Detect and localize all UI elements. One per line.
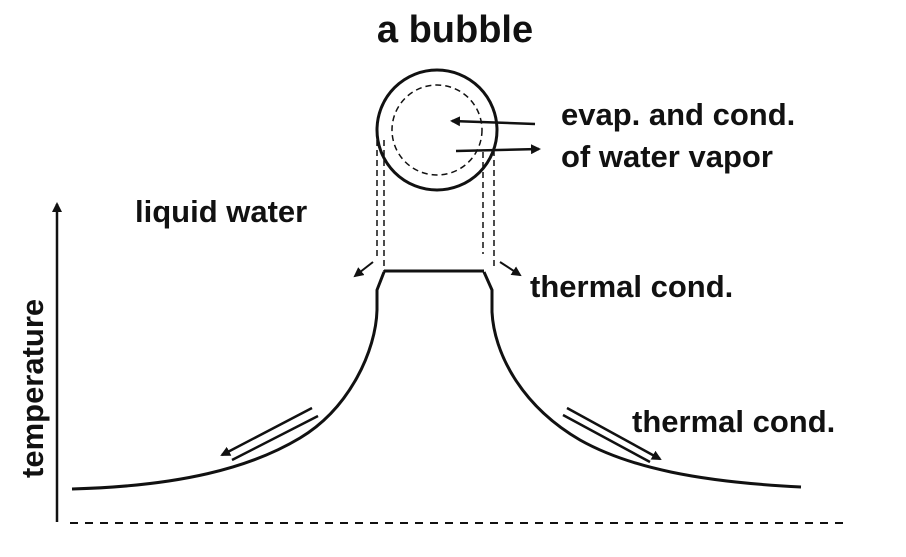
diagram-title: a bubble [377, 9, 533, 51]
left-heat-arrow [353, 261, 374, 278]
bubble-projection-lines [376, 140, 495, 272]
right-heat-arrow [499, 261, 522, 277]
liquid-water-label: liquid water [135, 194, 307, 229]
right-conduction-arrow [562, 406, 662, 464]
water-vapor-label: of water vapor [561, 139, 773, 174]
bubble-inner-circle [391, 84, 483, 176]
evaporation-arrow [450, 116, 536, 127]
bubble-outer-circle [375, 68, 499, 192]
evap-cond-label: evap. and cond. [561, 97, 795, 132]
thermal-cond-upper-label: thermal cond. [530, 269, 733, 304]
temperature-profile-curve [71, 271, 802, 491]
thermal-cond-lower-label: thermal cond. [632, 404, 835, 439]
left-conduction-arrow [220, 406, 319, 462]
condensation-arrow [455, 144, 541, 155]
temperature-axis-label: temperature [15, 299, 50, 478]
